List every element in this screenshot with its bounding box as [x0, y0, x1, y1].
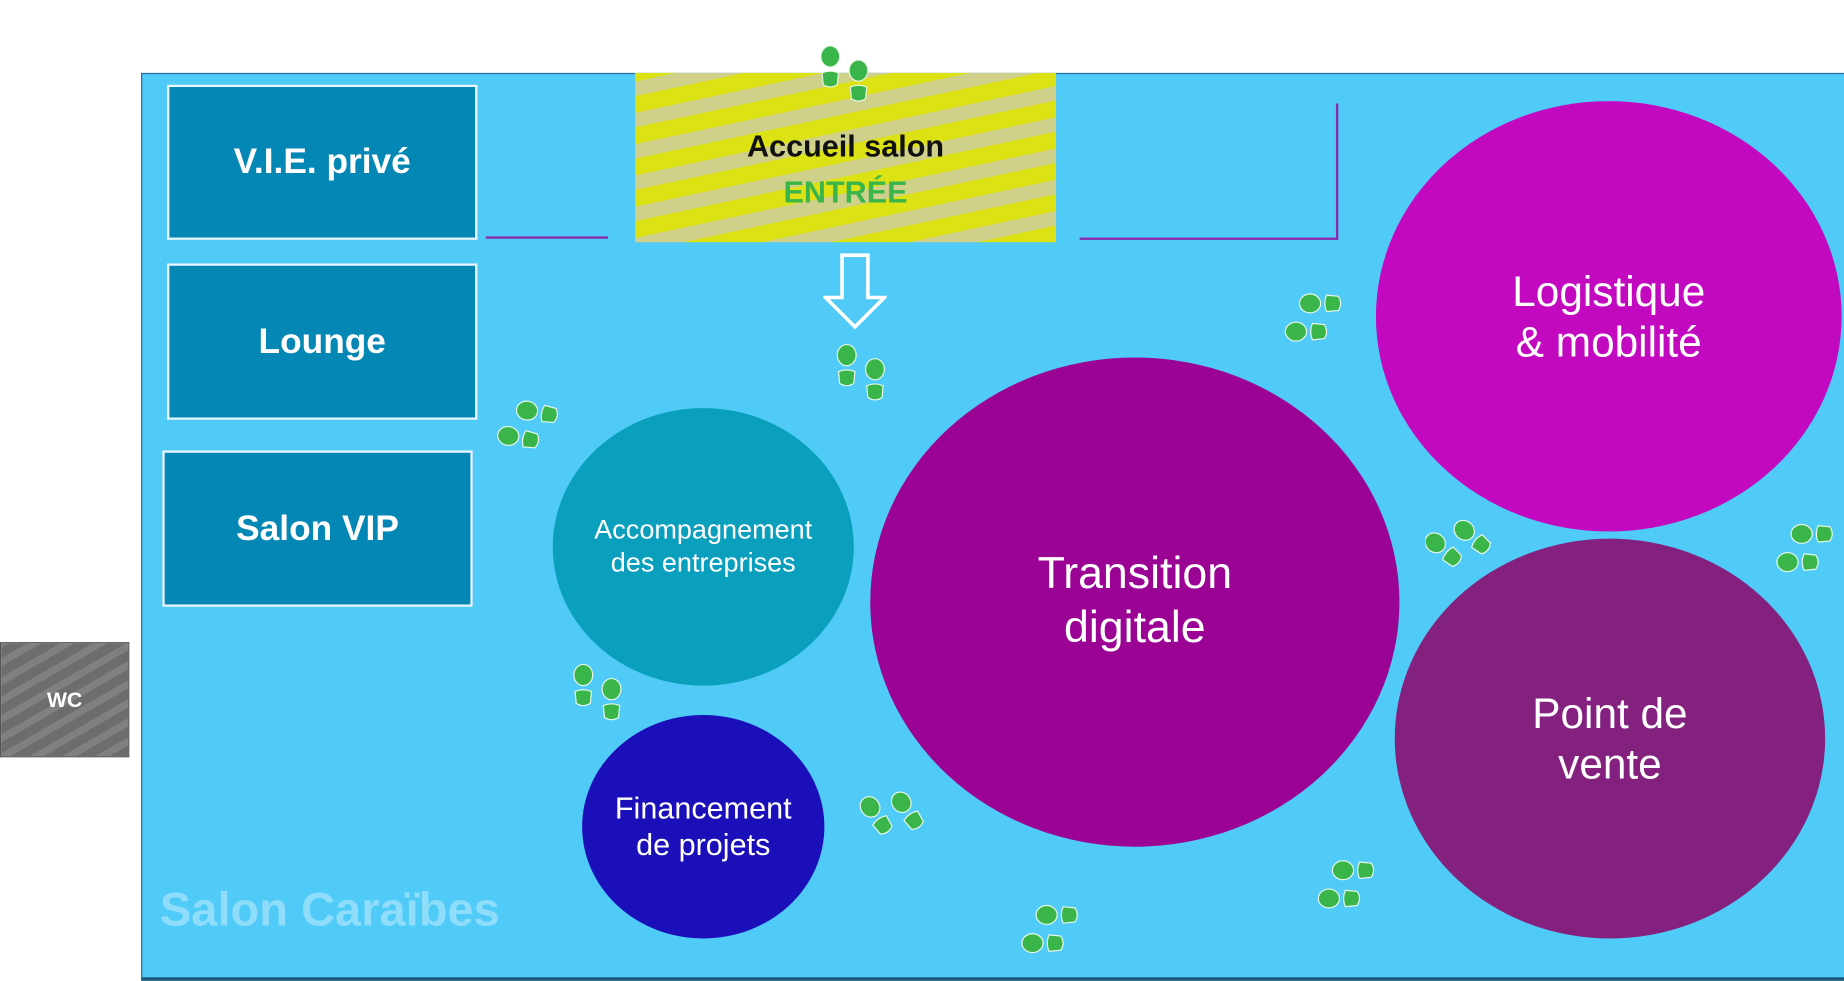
room-lounge[interactable]: Lounge — [166, 263, 478, 420]
zone-label: Logistique — [1512, 266, 1706, 315]
wall-line — [1079, 237, 1339, 240]
zone-logistique-mobilite[interactable]: Logistique& mobilité — [1375, 101, 1842, 532]
entry-label: ENTRÉE — [783, 174, 908, 210]
zone-label: & mobilité — [1515, 317, 1702, 366]
footprints-icon — [809, 42, 880, 113]
zone-label: des entreprises — [610, 546, 796, 578]
wc-label: WC — [47, 687, 83, 711]
zone-label: digitale — [1064, 603, 1206, 653]
footprints-icon — [826, 341, 897, 412]
zone-label: Point de — [1532, 688, 1688, 738]
room-label: Salon VIP — [236, 508, 399, 548]
arrow-down-icon — [823, 253, 887, 330]
room-vie-prive[interactable]: V.I.E. privé — [166, 84, 478, 240]
footprints-icon — [496, 390, 567, 461]
footprints-icon — [1315, 849, 1386, 920]
room-label: Lounge — [258, 321, 386, 361]
footprints-icon — [1424, 510, 1496, 581]
footprints-icon — [858, 781, 929, 852]
room-salon-vip[interactable]: Salon VIP — [162, 450, 473, 607]
zone-label: Financement — [614, 790, 792, 826]
accueil-entrance[interactable]: Accueil salon ENTRÉE — [635, 72, 1057, 243]
zone-label: vente — [1558, 739, 1662, 788]
footprints-icon — [1282, 282, 1353, 353]
accueil-title: Accueil salon — [746, 128, 945, 164]
wc[interactable]: WC — [0, 642, 130, 758]
zone-label: de projets — [636, 826, 771, 863]
zone-label: Transition — [1037, 549, 1233, 600]
wall-line — [1335, 103, 1339, 240]
hall-name-label: Salon Caraïbes — [159, 884, 500, 937]
wall-line — [485, 236, 608, 239]
footprints-icon — [1018, 894, 1089, 965]
zone-label: Accompagnement — [594, 514, 813, 545]
footprints-icon — [562, 661, 633, 732]
footprints-icon — [1773, 513, 1844, 584]
room-label: V.I.E. privé — [233, 142, 411, 182]
